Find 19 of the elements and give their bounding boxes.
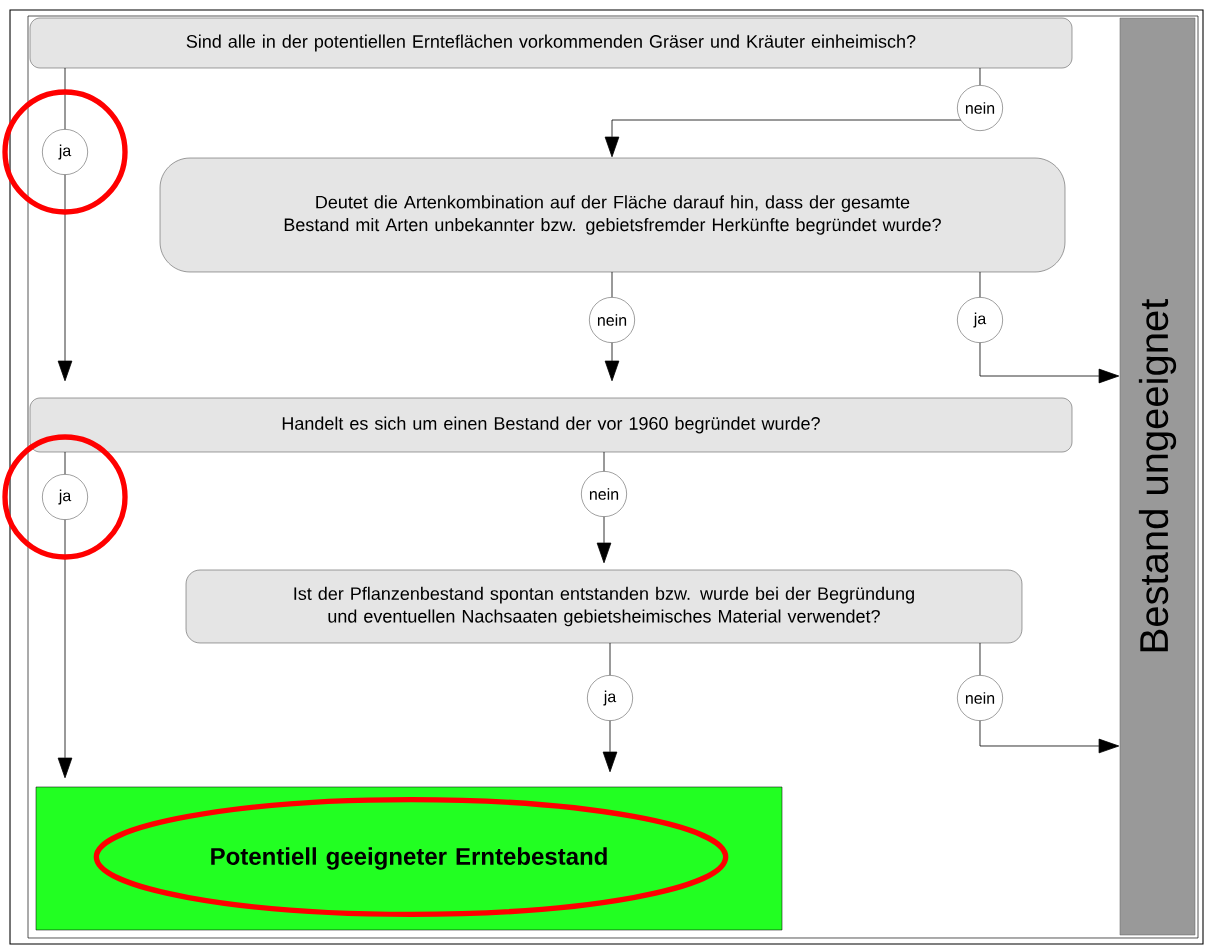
- result-box: Potentiell geeigneter Erntebestand: [35, 786, 783, 931]
- edge-label: ja: [42, 129, 88, 175]
- decision-box: Handelt es sich um einen Bestand der vor 1960 begründet wurde?: [29, 397, 1073, 453]
- arrow: [57, 67, 73, 382]
- edge-label: nein: [581, 471, 627, 517]
- edge-label: ja: [957, 297, 1003, 343]
- decision-box: Ist der Pflanzenbestand spontan entstanden bzw. wurde bei der Begründung und eventuellen Nachsaaten gebietsheimisches Material verwendet?: [185, 569, 1023, 644]
- decision-box: Deutet die Artenkombination auf der Fläche darauf hin, dass der gesamte Bestand mit Arten unbekannter bzw. gebietsfremder Herkünfte begründet wurde?: [159, 157, 1066, 273]
- arrow: [979, 642, 1120, 754]
- edge-label: nein: [957, 675, 1003, 721]
- edge-label: nein: [589, 297, 635, 343]
- decision-box: Sind alle in der potentiellen Ernteflächen vorkommenden Gräser und Kräuter einheimisch?: [29, 17, 1073, 69]
- arrow: [57, 451, 73, 779]
- arrow: [979, 271, 1120, 384]
- edge-label: ja: [587, 675, 633, 721]
- arrow: [604, 67, 981, 158]
- edge-label: ja: [42, 474, 88, 520]
- edge-label: nein: [957, 85, 1003, 131]
- side-bar: Bestand ungeeignet: [1119, 17, 1196, 936]
